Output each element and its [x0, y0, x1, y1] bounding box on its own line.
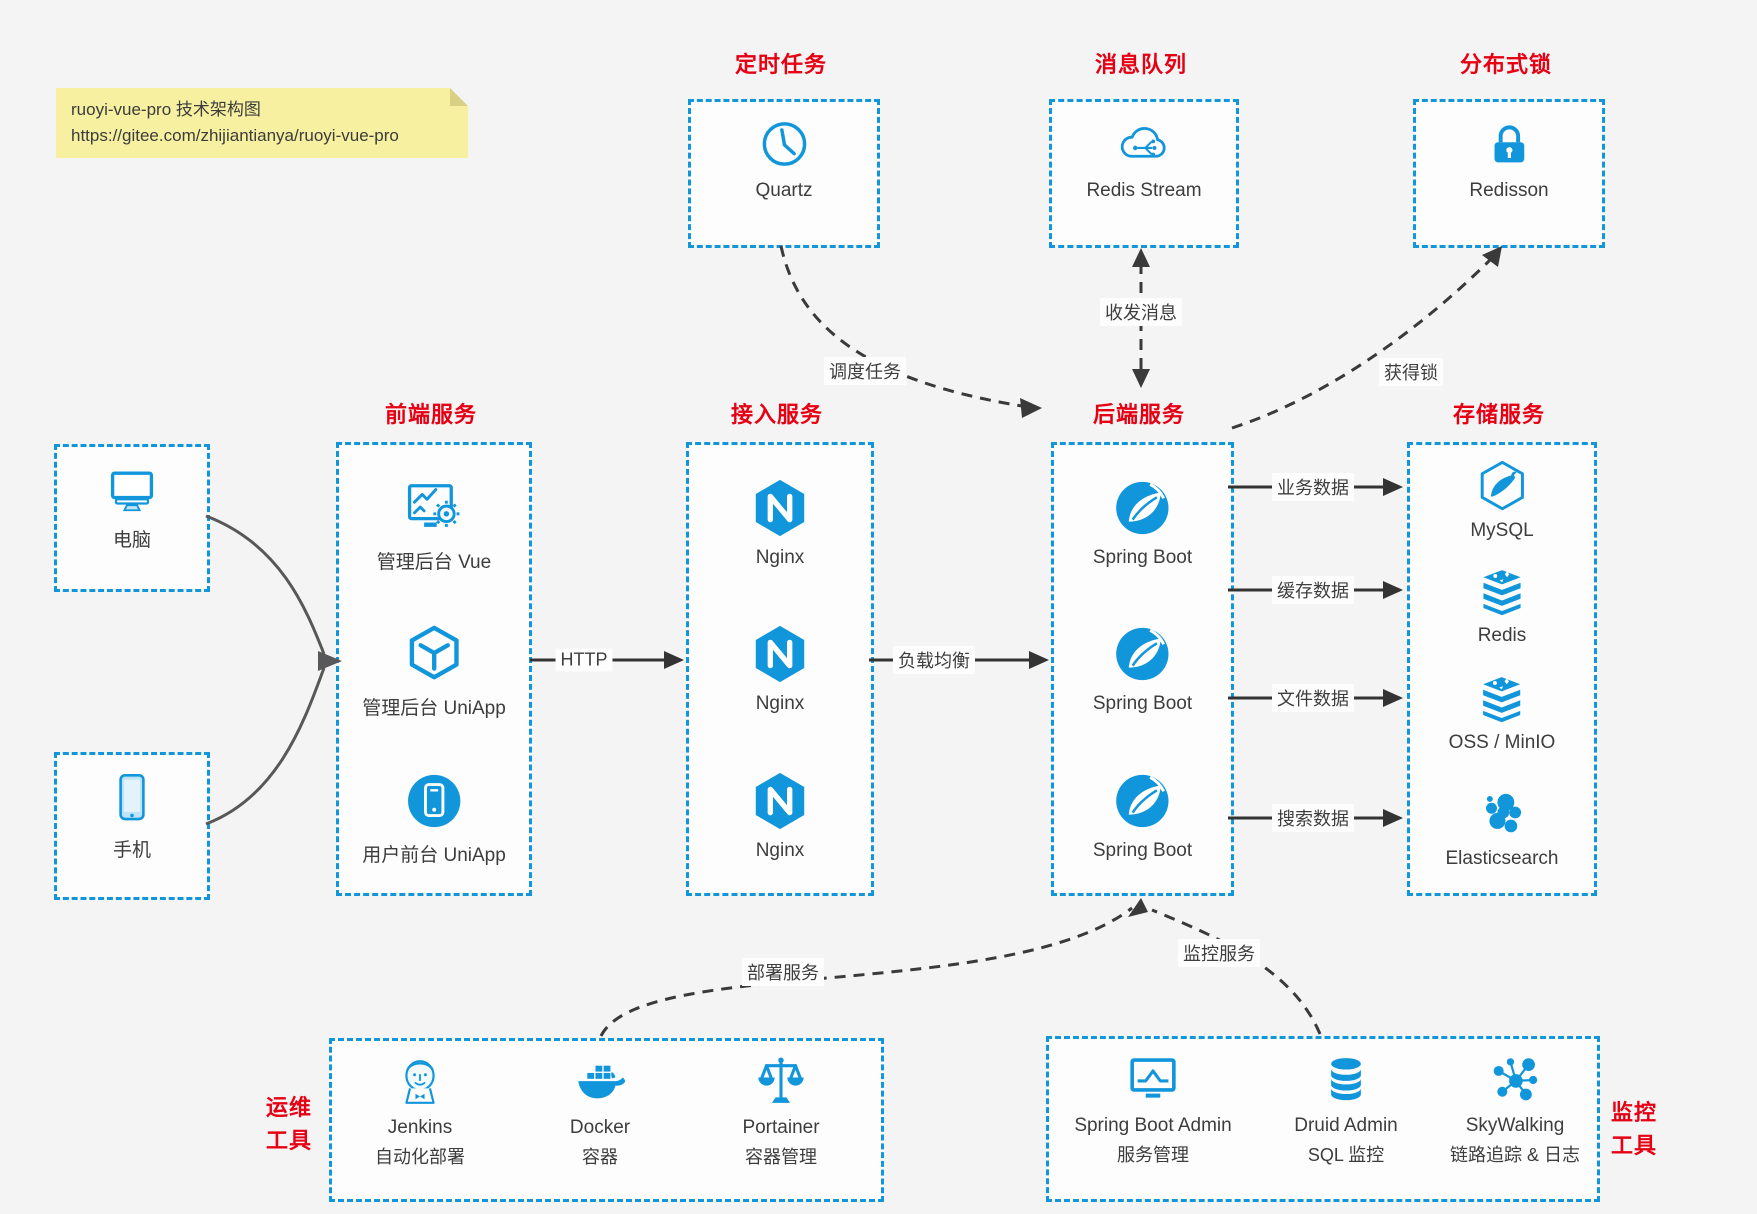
- node-label: Redis Stream: [1086, 180, 1202, 201]
- label-send-receive-message: 收发消息: [1100, 298, 1182, 326]
- node-label: Spring Boot: [1092, 840, 1193, 861]
- sticky-note: ruoyi-vue-pro 技术架构图 https://gitee.com/zh…: [56, 88, 468, 158]
- label-business-data: 业务数据: [1272, 473, 1354, 501]
- title-scheduled-task: 定时任务: [734, 52, 828, 77]
- monitor-tools-box: Spring Boot Admin 服务管理 Druid Admin SQL 监…: [1046, 1036, 1600, 1202]
- uniapp-cube-icon: [403, 623, 465, 685]
- title-gateway: 接入服务: [730, 402, 824, 427]
- node-label: Docker: [569, 1117, 631, 1138]
- label-search-data: 搜索数据: [1272, 804, 1354, 832]
- mysql-icon: [1474, 458, 1530, 514]
- docker-icon: [570, 1053, 630, 1111]
- cloud-stream-icon: [1115, 116, 1173, 172]
- node-label: Spring Boot Admin: [1074, 1115, 1232, 1136]
- title-ops-tools: 运维 工具: [265, 1095, 313, 1153]
- backend-box: Spring Boot Spring Boot: [1051, 442, 1234, 896]
- title-message-queue: 消息队列: [1094, 52, 1188, 77]
- node-label: Spring Boot: [1092, 693, 1193, 714]
- node-label: Nginx: [755, 840, 805, 861]
- note-fold-corner: [450, 88, 468, 106]
- node-label: Spring Boot: [1092, 547, 1193, 568]
- lock-icon: [1481, 116, 1537, 172]
- scale-icon: [752, 1053, 810, 1111]
- message-queue-box: Redis Stream: [1049, 99, 1239, 248]
- note-url: https://gitee.com/zhijiantianya/ruoyi-vu…: [71, 126, 399, 145]
- client-mobile-box: 手机: [54, 752, 210, 900]
- node-label: Quartz: [755, 180, 813, 201]
- spring-icon: [1111, 770, 1173, 832]
- label-acquire-lock: 获得锁: [1379, 358, 1443, 386]
- node-sublabel: SQL 监控: [1307, 1145, 1385, 1165]
- node-label: SkyWalking: [1465, 1115, 1565, 1136]
- desktop-icon: [104, 463, 160, 517]
- node-label: Jenkins: [387, 1117, 453, 1138]
- spring-icon: [1111, 477, 1173, 539]
- ops-tools-box: Jenkins 自动化部署 Docker 容器: [329, 1038, 884, 1202]
- distributed-lock-box: Redisson: [1413, 99, 1605, 248]
- frontend-box: 管理后台 Vue 管理后台 UniApp 用户前台 UniApp: [336, 442, 532, 896]
- node-sublabel: 容器管理: [745, 1147, 817, 1167]
- mobile-icon: [104, 769, 160, 827]
- note-title: ruoyi-vue-pro 技术架构图: [71, 100, 261, 119]
- node-label: 用户前台 UniApp: [362, 845, 506, 866]
- redis-stack-icon: [1475, 672, 1529, 726]
- node-sublabel: 服务管理: [1117, 1145, 1189, 1165]
- client-pc-box: 电脑: [54, 444, 210, 592]
- scheduled-task-box: Quartz: [688, 99, 880, 248]
- node-label: Redisson: [1469, 180, 1549, 201]
- node-label: Redis: [1477, 625, 1527, 646]
- label-deploy-service: 部署服务: [742, 958, 824, 986]
- admin-vue-icon: [403, 477, 465, 539]
- database-icon: [1318, 1051, 1374, 1109]
- nginx-icon: [749, 477, 811, 539]
- elasticsearch-icon: [1475, 788, 1529, 842]
- gateway-box: Nginx Nginx Nginx: [686, 442, 874, 896]
- title-frontend: 前端服务: [384, 402, 478, 427]
- node-label: 电脑: [112, 530, 151, 551]
- jenkins-icon: [391, 1053, 449, 1111]
- node-label: 管理后台 UniApp: [362, 698, 506, 719]
- node-label: Portainer: [742, 1117, 820, 1138]
- node-sublabel: 链路追踪 & 日志: [1449, 1145, 1580, 1165]
- spring-icon: [1111, 623, 1173, 685]
- label-http: HTTP: [555, 648, 613, 672]
- label-monitor-service: 监控服务: [1178, 939, 1260, 967]
- redis-stack-icon: [1475, 565, 1529, 619]
- node-label: OSS / MinIO: [1448, 732, 1556, 753]
- node-label: 手机: [112, 840, 151, 861]
- user-uniapp-icon: [403, 770, 465, 832]
- label-cache-data: 缓存数据: [1272, 576, 1354, 604]
- node-sublabel: 自动化部署: [375, 1147, 465, 1167]
- title-monitor-tools: 监控 工具: [1610, 1100, 1658, 1158]
- node-sublabel: 容器: [582, 1147, 618, 1167]
- title-distributed-lock: 分布式锁: [1459, 52, 1553, 77]
- node-label: Druid Admin: [1294, 1115, 1398, 1136]
- label-load-balance: 负载均衡: [893, 646, 975, 674]
- node-label: Elasticsearch: [1445, 848, 1559, 869]
- storage-box: MySQL Redis: [1407, 442, 1597, 896]
- title-backend: 后端服务: [1092, 402, 1186, 427]
- node-label: Nginx: [755, 693, 805, 714]
- node-label: 管理后台 Vue: [376, 552, 492, 573]
- node-label: Nginx: [755, 547, 805, 568]
- title-storage: 存储服务: [1452, 402, 1546, 427]
- topology-icon: [1486, 1051, 1544, 1109]
- nginx-icon: [749, 623, 811, 685]
- clock-icon: [756, 116, 812, 172]
- nginx-icon: [749, 770, 811, 832]
- label-file-data: 文件数据: [1272, 684, 1354, 712]
- label-schedule-task: 调度任务: [824, 357, 906, 385]
- node-label: MySQL: [1470, 520, 1534, 541]
- monitor-chart-icon: [1124, 1051, 1182, 1109]
